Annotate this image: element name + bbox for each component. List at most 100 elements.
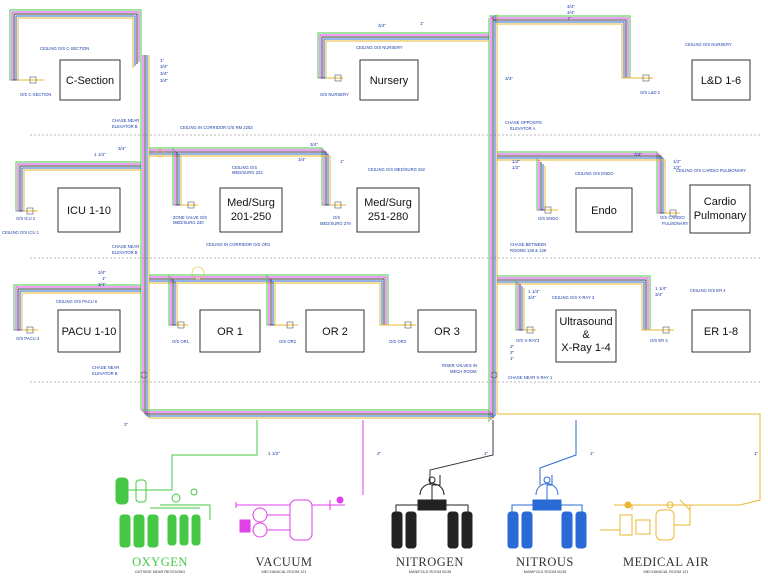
note-ceil-ms222-l2: MED/SURG 222 xyxy=(232,170,263,175)
note-ceil-or: CEILING IN CORRIDOR O/S OR1 xyxy=(206,242,271,247)
size-label: 3/4" xyxy=(567,10,575,15)
ultrasound-er-branch xyxy=(497,275,674,331)
endo-cardio-branch xyxy=(497,151,680,214)
size-label: 3/4" xyxy=(160,71,168,76)
size-label: 1 1/2" xyxy=(268,451,280,456)
room-ultrasound xyxy=(555,309,617,363)
source-title-oxygen: OXYGEN xyxy=(132,555,188,569)
room-label-ld: L&D 1-6 xyxy=(701,75,741,87)
source-sub-oxygen: OUTSIDE NEAR RECEIVING xyxy=(135,570,185,574)
note-chase-opp-l1: CHASE OPPOSITE xyxy=(505,120,542,125)
note-ceil-ms222-l1: CEILING O/S xyxy=(232,165,257,170)
medical-air-compressor-icon xyxy=(600,499,700,541)
note-chase-b2-l1: CHASE NEAR xyxy=(112,244,139,249)
note-ceil-corridor: CEILING IN CORRIDOR O/S RM 2253 xyxy=(180,125,253,130)
size-label: 3/4" xyxy=(567,4,575,9)
note-os-nursery: O/S NURSERY xyxy=(320,92,349,97)
size-label: 3/4" xyxy=(634,152,642,157)
floor-separators xyxy=(30,134,760,383)
pipe-size-labels: 3/4" 1" 3/4" 3/4" 1" 1" 3/4" 3/4" 3/4" 3… xyxy=(94,4,759,456)
size-label: 1" xyxy=(510,356,515,361)
room-label-or2: OR 2 xyxy=(322,326,348,338)
note-ceil-csection: CEILING O/S C-SECTION xyxy=(40,46,89,51)
size-label: 3/4" xyxy=(505,76,513,81)
size-label: 1" xyxy=(484,451,489,456)
note-ceil-pacu: CEILING O/S PACU 6 xyxy=(56,299,98,304)
note-riser-l1: RISER VALVES IN xyxy=(442,363,477,368)
size-label: 3/4" xyxy=(528,295,536,300)
room-label-cardio-l1: Cardio xyxy=(704,196,736,208)
nursery-branch xyxy=(317,32,489,79)
note-os-or3: O/S OR3 xyxy=(389,339,407,344)
size-label: 1" xyxy=(340,159,345,164)
room-or1 xyxy=(199,309,261,353)
size-label: 1/2" xyxy=(673,165,681,170)
note-zone-valve-l1: ZONE VALVE O/S xyxy=(173,215,207,220)
note-ceil-ms262: CEILING O/S MED/SURG 262 xyxy=(368,167,426,172)
size-label: 1" xyxy=(567,16,572,21)
nitrogen-manifold-icon xyxy=(391,475,473,549)
room-labels: C-Section Nursery L&D 1-6 ICU 1-10 Med/S… xyxy=(62,75,747,354)
note-os-or1: O/S OR1 xyxy=(172,339,190,344)
room-boxes xyxy=(57,59,751,363)
size-label: 1" xyxy=(754,451,759,456)
or-branch xyxy=(149,274,416,326)
room-label-medsurg2-l1: Med/Surg xyxy=(364,197,412,209)
note-chase-b1-l1: CHASE NEAR xyxy=(112,118,139,123)
csection-branch xyxy=(9,9,142,81)
size-label: 3/4" xyxy=(298,157,306,162)
room-label-icu: ICU 1-10 xyxy=(67,205,111,217)
note-ceil-ld: CEILING O/S NURSERY xyxy=(685,42,732,47)
source-title-air: MEDICAL AIR xyxy=(623,555,709,569)
room-label-medsurg2-l2: 251-280 xyxy=(368,211,408,223)
note-ceil-cardio: CEILING O/S CARDIO PULMONARY xyxy=(676,168,746,173)
note-os-pacu: O/S PACU 3 xyxy=(16,336,40,341)
note-os-ld: O/S L&D 2 xyxy=(640,90,661,95)
source-sub-air: MECHANICAL ROOM 121 xyxy=(643,570,688,574)
note-chase-b2-l2: ELEVATOR B xyxy=(112,250,138,255)
size-label: 3/4" xyxy=(118,146,126,151)
note-chase-b3-l1: CHASE NEAR xyxy=(92,365,119,370)
note-chase-b1-l2: ELEVATOR B xyxy=(112,124,138,129)
nitrous-manifold-icon xyxy=(507,475,587,549)
note-chase-b3-l2: ELEVATOR B xyxy=(92,371,118,376)
size-label: 3/4" xyxy=(98,270,106,275)
note-riser-l2: MECH ROOM xyxy=(450,369,477,374)
room-label-cardio-l2: Pulmonary xyxy=(694,210,747,222)
note-os-endo: O/S ENDO xyxy=(538,216,559,221)
source-title-nitrogen: NITROGEN xyxy=(396,555,464,569)
note-chase-between-l2: ROOMS 138 & 139 xyxy=(510,248,547,253)
size-label: 1 1/4" xyxy=(655,286,667,291)
room-pacu xyxy=(57,309,121,353)
room-label-medsurg1-l1: Med/Surg xyxy=(227,197,275,209)
size-label: 1/2" xyxy=(512,159,520,164)
room-label-medsurg1-l2: 201-250 xyxy=(231,211,271,223)
room-label-us-l1: Ultrasound xyxy=(559,316,612,328)
annotations: CEILING O/S C-SECTION O/S C-SECTION CEIL… xyxy=(2,42,746,380)
room-nursery xyxy=(359,59,419,101)
note-zone-valve-l2: MED/SURG 230 xyxy=(173,220,204,225)
note-os-er: O/S ER 4 xyxy=(650,338,668,343)
note-os-csection: O/S C-SECTION xyxy=(20,92,51,97)
room-icu xyxy=(57,187,121,233)
main-risers xyxy=(140,14,498,422)
room-or2 xyxy=(305,309,365,353)
source-title-vacuum: VACUUM xyxy=(256,555,313,569)
note-ceil-endo: CEILING O/S ENDO xyxy=(575,171,614,176)
pacu-branch xyxy=(13,284,141,331)
room-label-er: ER 1-8 xyxy=(704,326,738,338)
note-os-xray: O/S X-RAY3 xyxy=(516,338,540,343)
room-label-or3: OR 3 xyxy=(434,326,460,338)
size-label: 1 1/4" xyxy=(94,152,106,157)
size-label: 2" xyxy=(124,422,129,427)
size-label: 1" xyxy=(102,276,107,281)
size-label: 1 1/4" xyxy=(528,289,540,294)
note-ceil-er: CEILING O/S ER 4 xyxy=(690,288,726,293)
room-label-endo: Endo xyxy=(591,205,617,217)
source-title-nitrous: NITROUS xyxy=(516,555,574,569)
size-label: 2" xyxy=(510,344,515,349)
size-label: 3/4" xyxy=(160,78,168,83)
note-ceil-nursery: CEILING O/S NURSERY xyxy=(356,45,403,50)
room-medsurg1 xyxy=(219,187,283,233)
